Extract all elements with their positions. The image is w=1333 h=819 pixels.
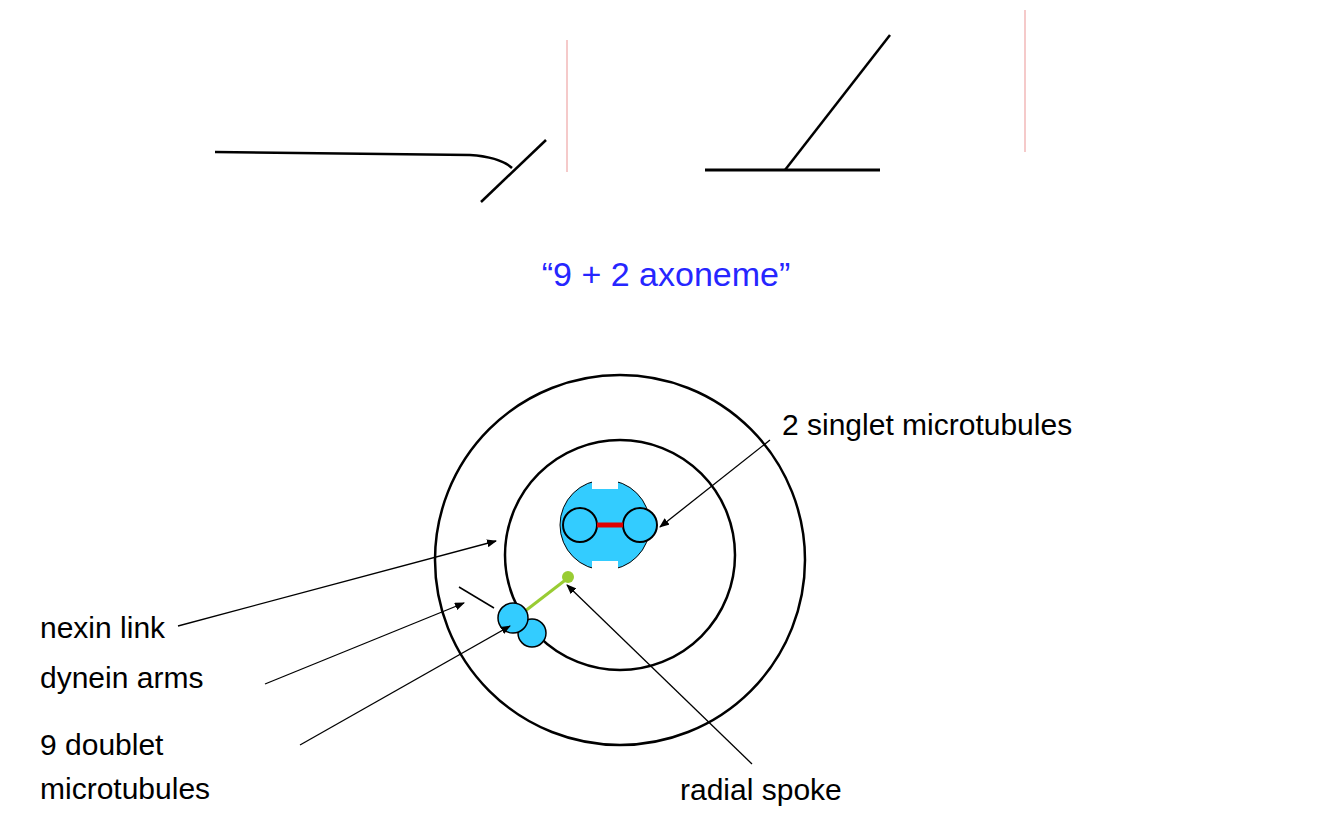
leader-line	[265, 603, 464, 684]
cilium-sketch	[481, 140, 546, 202]
leader-line	[300, 626, 510, 745]
singlet-microtubule	[563, 508, 597, 542]
radial-spoke-line	[520, 578, 568, 615]
dynein-arm	[459, 587, 494, 608]
sheath-notch	[592, 561, 618, 572]
doublet-a	[498, 603, 528, 633]
leader-line	[178, 541, 496, 626]
diagram-title: “9 + 2 axoneme”	[542, 254, 791, 295]
leader-line	[660, 440, 770, 527]
cilium-sketch	[785, 35, 890, 170]
leader-line	[567, 585, 752, 764]
outer-membrane	[435, 375, 805, 745]
divider-line	[566, 40, 568, 172]
cell-surface-sketch	[705, 169, 880, 172]
part-label: 9 doublet microtubules	[40, 723, 275, 810]
sheath-notch	[592, 478, 618, 489]
part-label: radial spoke	[680, 772, 842, 808]
divider-line	[1024, 10, 1026, 152]
central-bridge	[597, 523, 623, 528]
part-label: dynein arms	[40, 660, 203, 696]
spoke-head	[562, 571, 574, 583]
singlet-microtubule	[623, 508, 657, 542]
part-label: 2 singlet microtubules	[782, 407, 1072, 443]
part-label: nexin link	[40, 610, 165, 646]
flagellum-sketch	[215, 152, 512, 168]
